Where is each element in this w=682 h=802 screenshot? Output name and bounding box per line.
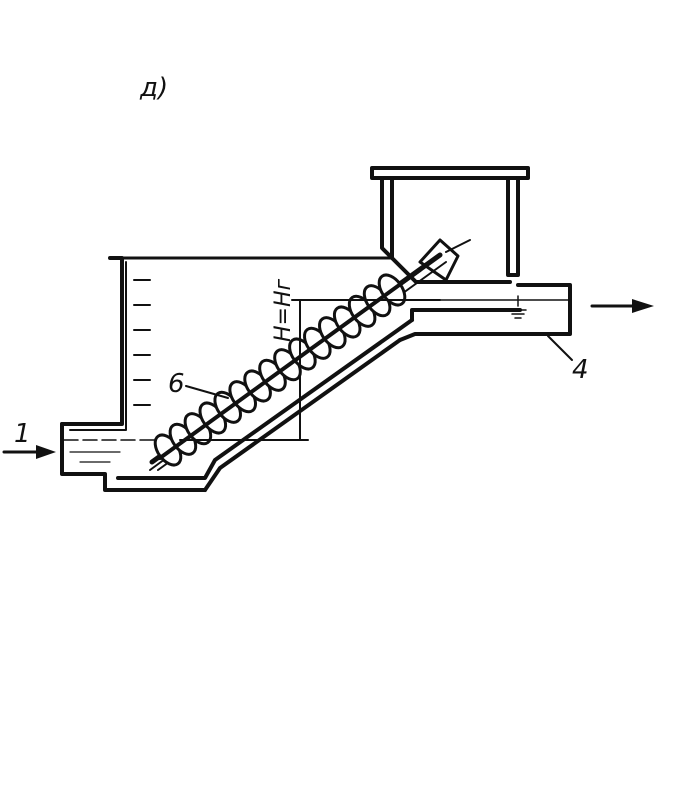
inlet-channel xyxy=(60,256,394,492)
panel-label: д) xyxy=(139,73,168,103)
screw-flights xyxy=(153,268,422,467)
inlet-flow-arrow xyxy=(2,445,56,459)
callout-label-6: 6 xyxy=(168,369,185,399)
level-scale xyxy=(133,279,151,406)
callout-1: 1 xyxy=(14,419,31,449)
screw-shaft xyxy=(158,268,422,460)
callout-label-1: 1 xyxy=(14,419,31,449)
callout-label-4: 4 xyxy=(572,355,589,385)
dimension-label: H=Hг xyxy=(271,278,296,342)
callout-4: 4 xyxy=(547,335,589,385)
outlet-structure xyxy=(299,166,572,342)
callout-6: 6 xyxy=(168,369,229,399)
height-dimension: H=Hг xyxy=(179,278,441,441)
screw-auger xyxy=(149,238,471,471)
outlet-flow-arrow xyxy=(590,299,654,313)
inclined-trough xyxy=(116,318,414,492)
